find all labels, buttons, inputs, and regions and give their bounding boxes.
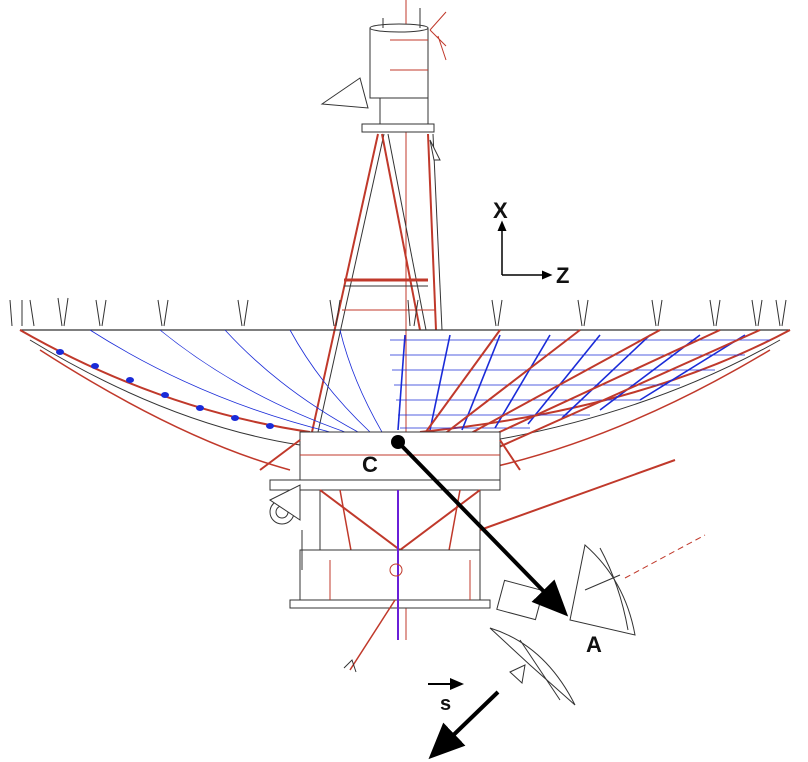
vector-s-label: s <box>440 693 451 715</box>
feed-tower <box>311 0 447 640</box>
x-axis-label: X <box>493 198 508 223</box>
rim-posts <box>9 297 787 327</box>
vector-c-to-a: C A <box>362 435 602 657</box>
z-axis-label: Z <box>556 263 569 288</box>
axis-triad: X Z <box>493 198 569 288</box>
vector-s: s <box>428 678 500 760</box>
pointing-vector <box>428 690 500 760</box>
hub-and-base <box>259 431 521 640</box>
point-c-label: C <box>362 452 378 477</box>
point-a-label: A <box>586 632 602 657</box>
